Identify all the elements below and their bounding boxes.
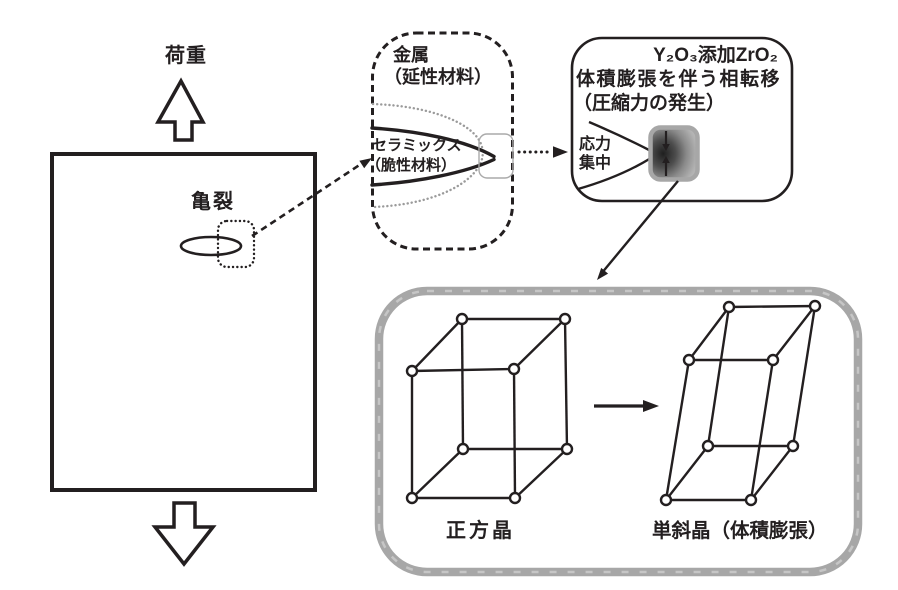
metal-label-line2: （延性材料）	[384, 67, 492, 87]
crack-ellipse	[179, 235, 243, 257]
transform-arrow	[594, 400, 659, 412]
to-crystal-arrow	[597, 180, 679, 280]
metal-label-line1: 金属	[393, 45, 429, 65]
transformation-zone	[648, 125, 700, 182]
monoclinic-label: 単斜晶（体積膨張）	[652, 520, 828, 542]
stress-concentration-label: 応力 集中	[579, 135, 611, 173]
tetragonal-crystal	[405, 312, 574, 505]
load-arrow-down-icon	[151, 501, 217, 567]
ceramics-label: セラミックス （脆性材料）	[366, 136, 462, 176]
stress-label-line2: 集中	[579, 155, 612, 172]
tetragonal-label: 正方晶	[446, 520, 515, 542]
load-label: 荷重	[165, 45, 207, 67]
zirconia-transformation-text: 体積膨張を伴う相転移	[576, 69, 782, 90]
compression-arrows-icon	[662, 131, 670, 176]
monoclinic-crystal	[659, 299, 822, 507]
ceramics-label-line2: （脆性材料）	[366, 157, 457, 174]
stress-label-line1: 応力	[579, 136, 612, 153]
zirconia-formula-title: Y₂O₃添加ZrO₂	[653, 45, 778, 66]
metal-label: 金属 （延性材料）	[384, 44, 492, 88]
zoom-dashed-arrow	[251, 158, 372, 238]
specimen-rectangle	[50, 152, 317, 492]
zirconia-compression-text: （圧縮力の発生）	[573, 93, 726, 114]
ceramics-label-line1: セラミックス	[372, 137, 462, 154]
crack-label: 亀裂	[191, 191, 235, 213]
crack-tip-box	[478, 133, 514, 179]
dotted-arrow	[517, 146, 568, 158]
crack-zoom-box	[216, 219, 256, 269]
load-arrow-up-icon	[155, 77, 206, 142]
